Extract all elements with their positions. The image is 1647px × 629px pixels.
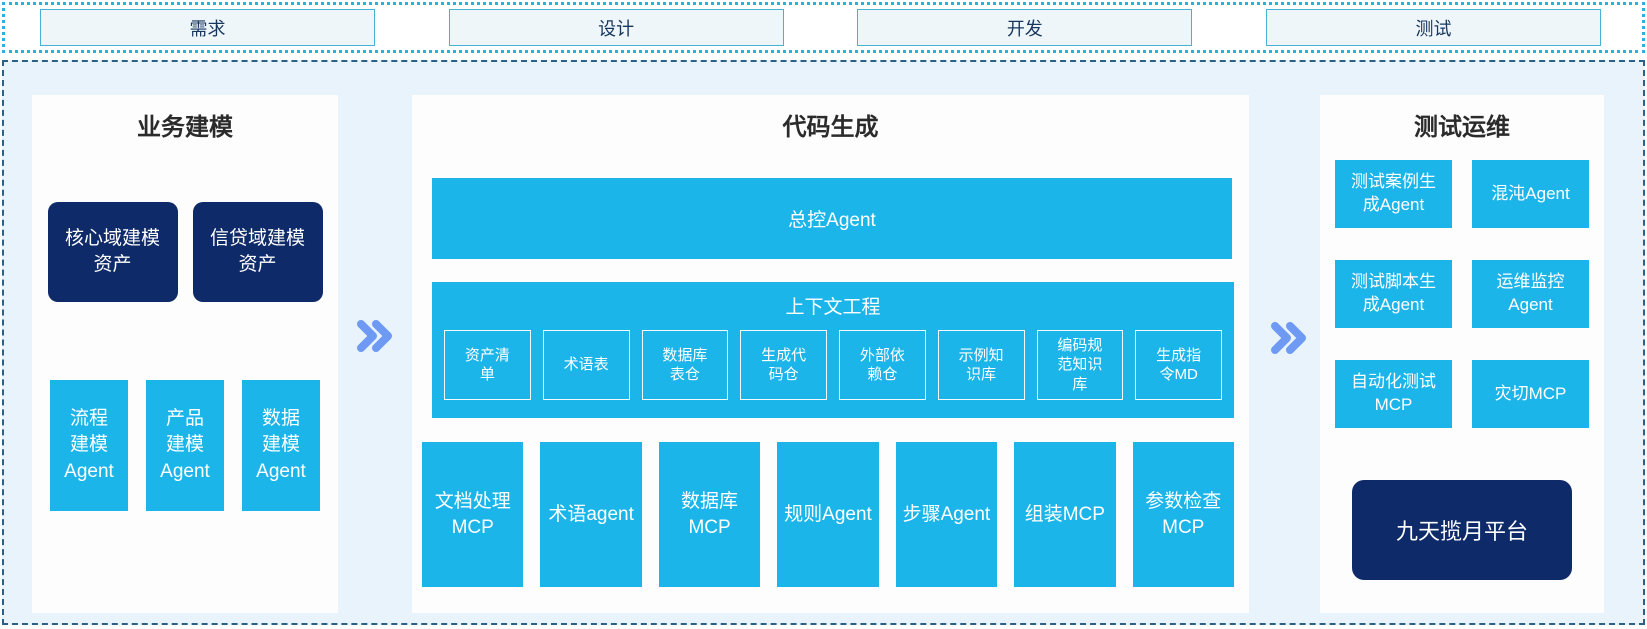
node-jiutian-lanyue-platform: 九天揽月平台 [1352,480,1572,580]
context-item-row: 资产清单 术语表 数据库表仓 生成代码仓 外部依赖仓 示例知识库 编码规范知识库… [444,330,1222,400]
node-auto-test-mcp: 自动化测试MCP [1335,360,1452,428]
phase-box-development: 开发 [857,9,1193,46]
panel-code-generation: 代码生成 总控Agent 上下文工程 资产清单 术语表 数据库表仓 生成代码仓 … [412,95,1249,613]
node-database-mcp: 数据库MCP [658,442,761,587]
node-glossary: 术语表 [542,330,630,400]
node-ops-monitor-agent: 运维监控Agent [1472,260,1589,328]
phase-box-design: 设计 [448,9,784,46]
node-example-knowledge-base: 示例知识库 [937,330,1025,400]
node-assembly-mcp: 组装MCP [1014,442,1116,587]
node-generated-code-repo: 生成代码仓 [740,330,827,400]
node-process-modeling-agent: 流程建模Agent [50,380,128,511]
panel-business-modeling: 业务建模 核心域建模资产 信贷域建模资产 流程建模Agent 产品建模Agent… [32,95,338,613]
node-chaos-agent: 混沌Agent [1472,160,1589,228]
node-test-script-gen-agent: 测试脚本生成Agent [1335,260,1452,328]
node-coding-standards-knowledge-base: 编码规范知识库 [1036,330,1124,400]
node-product-modeling-agent: 产品建模Agent [146,380,224,511]
node-glossary-agent: 术语agent [540,442,642,587]
context-engineering-group: 上下文工程 资产清单 术语表 数据库表仓 生成代码仓 外部依赖仓 示例知识库 编… [432,282,1234,418]
node-disaster-switch-mcp: 灾切MCP [1472,360,1589,428]
phase-bar: 需求 设计 开发 测试 [2,2,1645,53]
node-core-domain-modeling-assets: 核心域建模资产 [47,202,178,302]
node-doc-processing-mcp: 文档处理MCP [422,442,524,587]
phase-box-testing: 测试 [1265,9,1601,46]
node-test-case-gen-agent: 测试案例生成Agent [1335,160,1452,228]
node-db-table-repo: 数据库表仓 [641,330,729,400]
asset-box-row: 核心域建模资产 信贷域建模资产 [32,202,338,302]
test-box-grid: 测试案例生成Agent 混沌Agent 测试脚本生成Agent 运维监控Agen… [1335,160,1589,428]
chevron-right-icon [356,320,394,352]
main-area: 业务建模 核心域建模资产 信贷域建模资产 流程建模Agent 产品建模Agent… [2,60,1645,625]
phase-box-requirements: 需求 [40,9,375,46]
node-gen-instruction-md: 生成指令MD [1135,330,1222,400]
context-engineering-title: 上下文工程 [785,297,881,318]
panel-test-operations: 测试运维 测试案例生成Agent 混沌Agent 测试脚本生成Agent 运维监… [1320,95,1604,613]
node-param-check-mcp: 参数检查MCP [1132,442,1234,587]
node-master-agent: 总控Agent [432,178,1232,259]
worker-row: 文档处理MCP 术语agent 数据库MCP 规则Agent 步骤Agent 组… [422,442,1234,587]
chevron-right-icon [1270,322,1308,354]
code-generation-title: 代码生成 [782,114,879,141]
node-asset-list: 资产清单 [444,330,531,400]
modeling-agent-row: 流程建模Agent 产品建模Agent 数据建模Agent [32,380,338,511]
business-modeling-title: 业务建模 [137,114,233,141]
node-rule-agent: 规则Agent [777,442,879,587]
node-external-deps-repo: 外部依赖仓 [839,330,926,400]
node-credit-domain-modeling-assets: 信贷域建模资产 [192,202,323,302]
node-step-agent: 步骤Agent [895,442,998,587]
node-data-modeling-agent: 数据建模Agent [242,380,320,511]
test-operations-title: 测试运维 [1414,114,1510,141]
